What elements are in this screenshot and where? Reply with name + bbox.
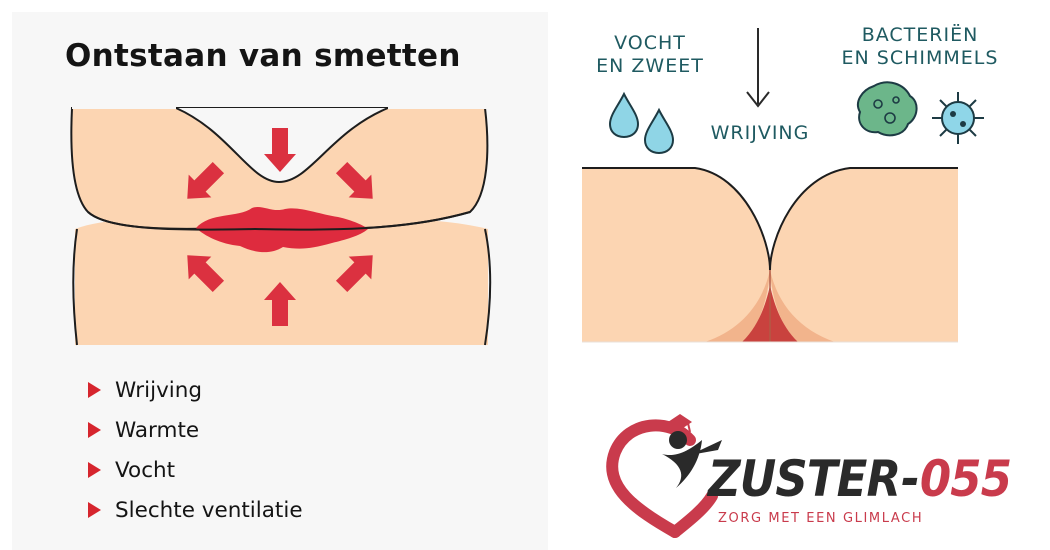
right-fold-shadow-right	[770, 270, 835, 342]
friction-arrow	[746, 28, 770, 108]
list-item: Vocht	[88, 450, 303, 490]
right-fold-left	[582, 168, 770, 342]
arrow-down-left	[335, 161, 373, 199]
lower-fold-edge-right	[484, 228, 492, 346]
arrow-down	[264, 128, 296, 172]
triangle-bullet-icon	[88, 462, 101, 478]
list-item: Wrijving	[88, 370, 303, 410]
arrow-up	[264, 282, 296, 326]
logo-tagline: ZORG MET EEN GLIMLACH	[718, 511, 924, 526]
logo-wordmark: ZUSTER-055	[708, 450, 1012, 508]
list-item: Slechte ventilatie	[88, 490, 303, 530]
arrow-up-right	[187, 255, 225, 293]
logo-heart-icon	[606, 414, 722, 538]
right-fold-shadow-left	[705, 270, 770, 342]
water-drop-icon	[643, 107, 675, 155]
list-item: Warmte	[88, 410, 303, 450]
fold-crease-line	[87, 211, 471, 231]
microbes-label: BACTERIËN EN SCHIMMELS	[841, 24, 999, 69]
lower-skin-fold	[75, 219, 488, 345]
triangle-bullet-icon	[88, 382, 101, 398]
water-drop-icon	[608, 91, 640, 139]
upper-notch-line	[72, 107, 485, 184]
arrow-up-left	[335, 255, 373, 293]
right-fold-right	[770, 168, 958, 342]
triangle-bullet-icon	[88, 502, 101, 518]
bacteria-icon	[856, 81, 918, 137]
triangle-bullet-icon	[88, 422, 101, 438]
friction-label: WRIJVING	[710, 122, 810, 144]
fungus-icon	[932, 92, 984, 144]
lower-fold-edge-left	[72, 228, 78, 346]
arrow-down-right	[187, 161, 225, 199]
page-title: Ontstaan van smetten	[65, 38, 461, 74]
moisture-label: VOCHT EN ZWEET	[596, 32, 704, 77]
factor-list: Wrijving Warmte Vocht Slechte ventilatie	[88, 370, 303, 530]
